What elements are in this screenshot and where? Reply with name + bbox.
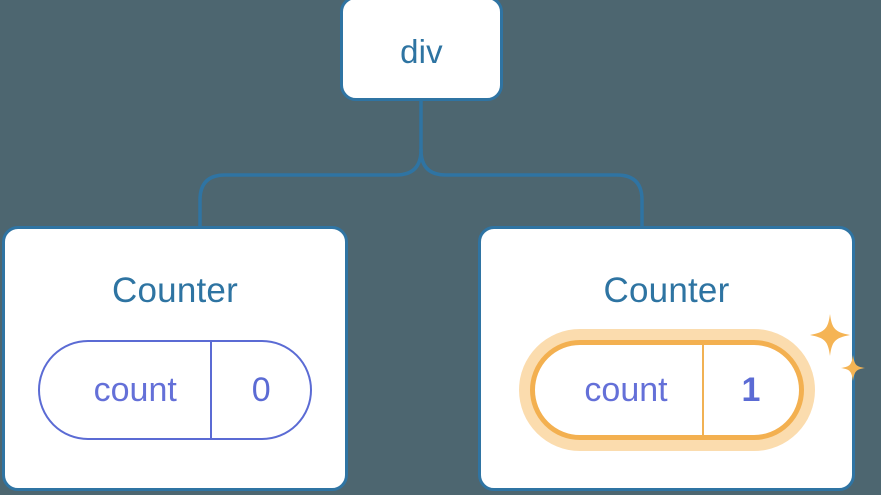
node-counter-right[interactable]: Counter count 1 [478,226,865,491]
state-pill-left[interactable]: count 0 [38,340,312,440]
sparkle-large-icon [809,314,850,356]
node-counter-left-title: Counter [112,271,238,310]
node-counter-right-title: Counter [603,271,730,310]
state-pill-left-key: count [93,371,177,409]
state-pill-wrap-left: count 0 [38,340,312,440]
state-pill-right-value: 1 [741,371,761,409]
state-pill-wrap-right: count 1 [518,314,865,451]
state-pill-right-divider [701,345,704,435]
state-pill-right[interactable]: count 1 [529,340,804,440]
node-counter-left[interactable]: Counter count 0 [2,226,348,491]
node-root-label: div [400,32,443,70]
state-pill-left-value: 0 [251,371,271,409]
node-root-div[interactable]: div [340,0,503,101]
state-pill-right-key: count [584,371,668,409]
state-pill-left-divider [210,342,213,438]
sparkle-small-icon [840,355,865,381]
